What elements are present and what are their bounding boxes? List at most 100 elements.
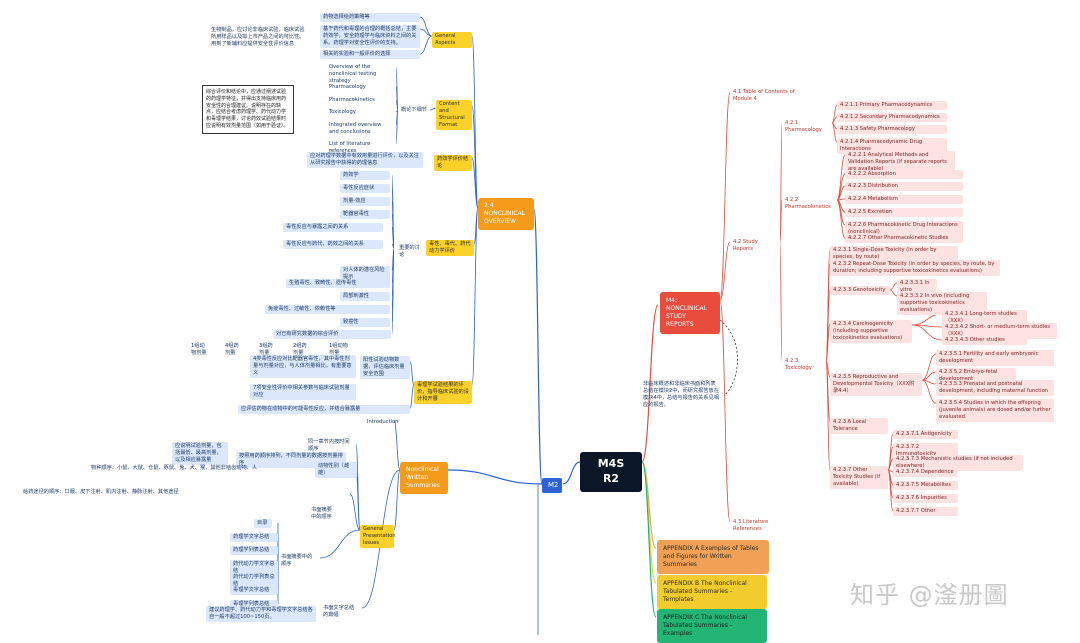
content-format: Content and Structural Format [436,100,472,131]
pharmacology-item: 4.2.1.4 Pharmacodynamic Drug Interaction… [837,138,947,155]
connector [419,35,433,55]
tox-eval-item: 药效学 [340,171,390,181]
pharma-eval: 药效学评价结论 [434,155,472,172]
connector [719,241,731,301]
connector [395,109,399,145]
m4-literature: 4.3 Literature References [733,519,769,533]
branch-m4[interactable]: M4: NONCLINICAL STUDY REPORTS [660,292,720,335]
integrated-note: 综合评价和结论中，应通过阐述试验的药理学特征，并得出支持临床用药安全性的合理建议… [202,85,294,134]
length: 书面文字总结的篇幅 [323,605,355,619]
pharmacology-item: 4.2.1.2 Secondary Pharmacodynamics [837,113,947,123]
appendix-c[interactable]: APPENDIX C The Nonclinical Tabulated Sum… [657,609,767,643]
tox-eval-item: 生殖毒性、致畸性、遗传毒性 [286,279,390,289]
safety-bottom: 应评估药物在动物中的可能毒性反应，并结合暴露量 [238,405,410,415]
connector [409,361,415,386]
central-topic[interactable]: M4S R2 [580,452,642,492]
connector [911,313,943,326]
safety-eval: 毒理学试验结果的评价，指导临床试验的设计和开展 [414,381,472,405]
branch-m2[interactable]: M2 [542,478,562,494]
connector [393,469,401,531]
other-tox-item: 4.2.3.7.6 Impurities [893,494,958,504]
repro-item: 4.2.3.5.3 Prenatal and postnatal develop… [936,380,1054,397]
connector [911,324,943,341]
connector [409,384,415,409]
cf-item: Pharmacology [329,84,366,90]
safety-d: 2组药剂量 [293,343,307,357]
connector [719,299,731,523]
connector [831,122,838,143]
connector [889,282,898,291]
gpi: General Presentation Issues [360,525,396,549]
gpi-item-5: 给药途径的顺序：口服、皮下注射、肌内注射、静脉注射、其他途径 [23,489,179,495]
tox-eval: 毒性、毒代、药代动力学评价 [426,240,474,257]
appendix-a[interactable]: APPENDIX A Examples of Tables and Figure… [657,540,769,575]
gpi-item-2: 应说明试验剂量，包括最低、最高剂量，以及相应暴露量 [172,442,228,466]
connector [562,461,581,485]
carc-item: 4.2.3.4.1 Long-term studies（XXX） [942,310,1027,327]
safety-b: 4组药剂量 [225,343,239,357]
tox-eval-item: 毒性反应症状 [340,184,390,194]
pk-item: 4.2.2.1 Analytical Methods and Validatio… [845,151,955,175]
carc-item: 4.2.3.4.2 Short- or medium-term studies（… [942,323,1057,340]
safety-a: 1组动物剂量 [191,343,207,357]
watermark: 知乎 @滏册圖 [850,581,1009,609]
connector [641,461,657,618]
tox-item: 4.2.3.5 Reproductive and Developmental T… [830,373,922,397]
length-note: 建议药理学、药代动力学和毒理学文字总结各自一般不超过100~150页。 [206,606,316,623]
connector [447,469,543,485]
tox-item: 4.2.3.7 Other Toxicity Studies (if avail… [830,466,888,490]
ga-item: 药物选择给药策略等 [320,13,420,23]
tox-eval-item: 免疫毒性、过敏性、依赖性等 [265,305,390,315]
geno-item: 4.2.3.3.1 In vitro [897,279,937,296]
appendix-b[interactable]: APPENDIX B The Nonclinical Tabulated Sum… [657,575,767,610]
branch-overview[interactable]: 2.4 NONCLINICAL OVERVIEW [478,198,534,231]
pharmacology-item: 4.2.1.1 Primary Pharmacodynamics [837,101,947,111]
ga-item: 基于药代和毒理的合理的概括总结，主要药效学，安全药理学与临床资料之间的关系。药理… [320,25,420,49]
text-order-item: 药理学列表总结 [230,546,278,556]
branch-summaries[interactable]: Nonclinical Written Summaries [400,462,448,495]
gpi-item-4: 动物性别（雌雄） [315,462,357,479]
pk-item: 4.2.2.2 Absorption [845,170,963,180]
connector [921,379,937,404]
text-order-item: 目录 [254,519,272,529]
geno-item: 4.2.3.3.2 In vivo (including supportive … [897,292,987,316]
tox-item: 4.2.3.3 Genotoxicity [830,286,890,296]
m4-tox: 4.2.3 Toxicology [785,358,812,372]
tox-item: 4.2.3.4 Carcinogenicity (including suppo… [830,320,912,344]
m4-pk: 4.2.2 Pharmacokinetics [785,197,831,211]
m4-toc: 4.1 Table of Contents of Module 4 [733,89,795,103]
pk-item: 4.2.2.3 Distribution [845,182,963,192]
connector [641,461,657,584]
safety-g: 7项安全性评价中相关参数与临床试验剂量对应 [250,384,356,401]
ga-item: 相关的实验和一般评价的选择 [320,50,420,60]
connector [779,199,783,243]
connector [641,304,659,463]
safety-sub: 阳性试验动物数据，评估临床剂量安全范围 [360,356,410,380]
tox-eval-item: 对人体的潜在风险提示 [340,266,390,283]
pk-item: 4.2.2.5 Excretion [845,208,963,218]
connector [719,91,731,301]
connector [349,493,361,531]
text-order: 书面摘要中的顺序 [281,554,313,568]
tox-eval-item: 局部刺激性 [340,292,390,302]
other-tox-item: 4.2.3.7.4 Dependence [893,468,958,478]
other-tox-item: 4.2.3.7.5 Metabolites [893,481,958,491]
pharmacology-item: 4.2.1.3 Safety Pharmacology [837,125,947,135]
gpi-item-0: 同一章节内按时间顺序 [308,439,350,453]
connector [471,207,479,386]
connector [319,529,361,559]
tox-item: 4.2.3.2 Repeat-Dose Toxicity (in order b… [830,260,1000,277]
connector [921,353,937,381]
tox-item: 4.2.3.1 Single-Dose Toxicity (in order b… [830,246,958,263]
ga-note-left: 生物制品，应讨论非临床试验，临床试验所用样品以及拟上市产品之间的可比性。用到了新… [211,27,305,48]
connector [889,289,898,297]
pharma-eval-note: 应对药理学数据中有效用量进行评价，以及关注从研究报告中获得的药理信息 [307,152,423,169]
connector [887,469,894,512]
text-order-item: 药理学文字总结 [230,533,278,543]
tox-eval-item: 对已有研究数据的综合评价 [273,330,391,340]
text-order-label: 书面摘要中的顺序 [311,507,332,521]
tox-eval-item: 毒性反应与暴露之间的关系 [283,223,383,233]
tox-eval-left: 重要的讨论 [399,245,420,259]
safety-e: 1组动物剂量 [329,343,348,357]
